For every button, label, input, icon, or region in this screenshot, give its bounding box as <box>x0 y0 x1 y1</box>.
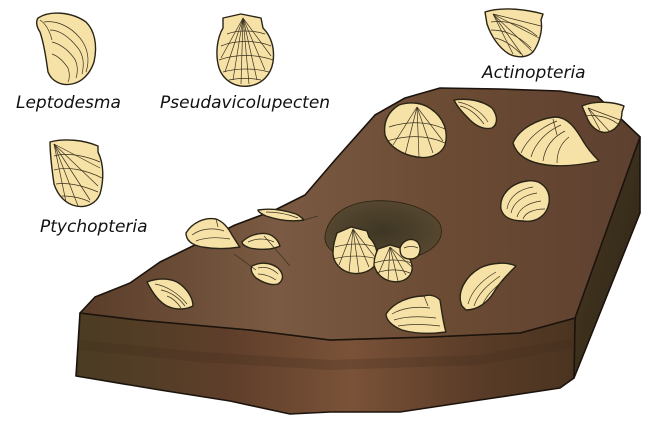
fossil-shell <box>400 239 420 259</box>
ptychopteria-legend-shell <box>50 140 103 207</box>
leptodesma-legend-shell <box>37 13 96 84</box>
fossil-shell <box>186 219 240 249</box>
label-actinopteria: Actinopteria <box>481 63 586 83</box>
label-pseudavicolupecten: Pseudavicolupecten <box>160 93 330 113</box>
label-leptodesma: Leptodesma <box>16 93 121 113</box>
actinopteria-legend-shell <box>485 9 543 57</box>
pseudavicolupecten-legend-shell <box>217 14 274 86</box>
label-ptychopteria: Ptychopteria <box>40 217 148 237</box>
